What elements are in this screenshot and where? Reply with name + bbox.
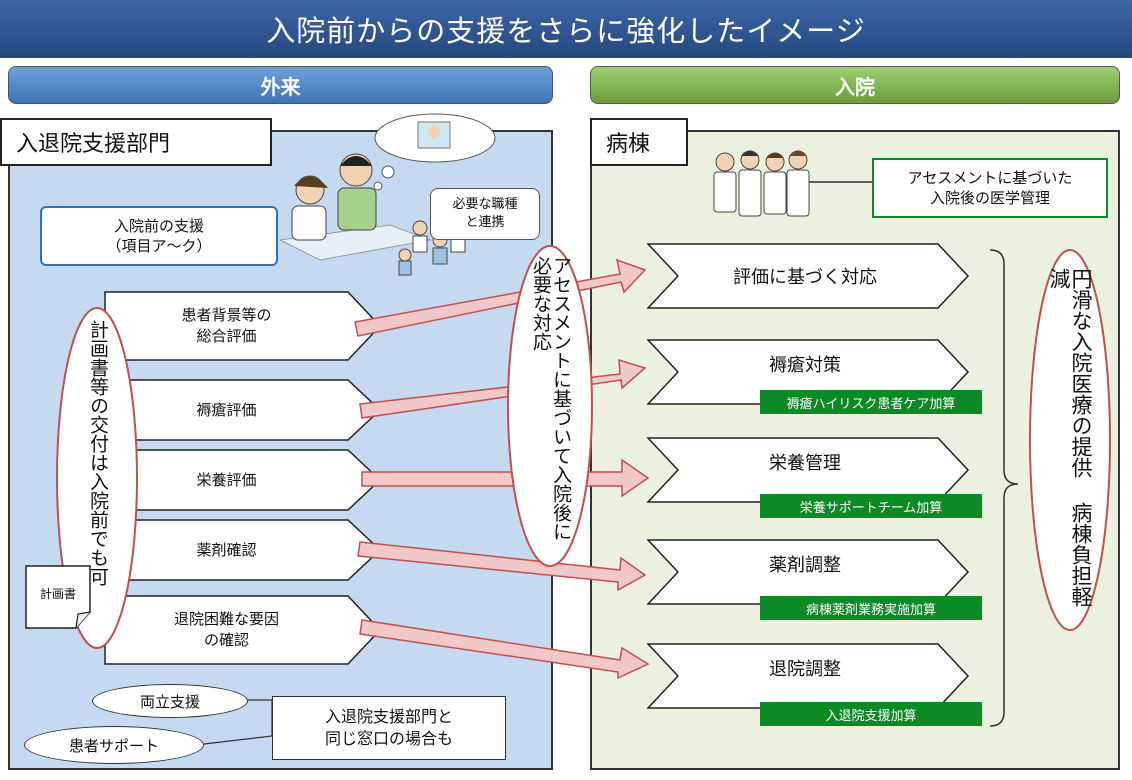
badge-nutrition-support-team: 栄養サポートチーム加算 [760, 494, 982, 518]
callout-line-1: 入院前の支援 [113, 216, 204, 235]
item-pressure-ulcer-eval: 褥瘡評価 [105, 380, 348, 440]
item-discharge-difficulty: 退院困難な要因 の確認 [105, 596, 348, 664]
item-line: 褥瘡評価 [196, 400, 257, 419]
ward-item-nutrition: 栄養管理 [769, 453, 841, 474]
work-life-support-oval: 両立支援 [92, 684, 248, 718]
item-line: 患者背景等の [181, 306, 272, 324]
consultation-illustration-icon [280, 113, 496, 276]
page-title: 入院前からの支援をさらに強化したイメージ [0, 0, 1132, 58]
ward-item-drug-adjust: 薬剤調整 [769, 555, 841, 576]
badge-ward-pharmacy: 病棟薬剤業務実施加算 [760, 596, 982, 620]
item-nutrition-eval: 栄養評価 [105, 450, 348, 510]
callout-line-2: 入院後の医学管理 [929, 189, 1050, 207]
smooth-care-text: 円滑な入院医療の提供 病棟負担軽減 [1047, 268, 1094, 607]
smooth-care-oval: 円滑な入院医療の提供 病棟負担軽減 [1030, 268, 1110, 618]
plan-document-icon: 計画書 [28, 578, 88, 608]
ward-staff-icon [710, 146, 814, 220]
item-patient-background: 患者背景等の 総合評価 [105, 292, 348, 360]
item-line: 総合評価 [196, 327, 257, 345]
patient-support-oval: 患者サポート [24, 726, 204, 764]
badge-pressure-ulcer-highrisk: 褥瘡ハイリスク患者ケア加算 [760, 390, 982, 414]
callout-line-1: アセスメントに基づいた [907, 168, 1073, 187]
doc-label: 計画書 [39, 586, 76, 601]
item-line: 栄養評価 [196, 470, 257, 489]
thought-line-1: 必要な職種 [452, 197, 518, 213]
item-line: 薬剤確認 [196, 540, 257, 559]
item-drug-check: 薬剤確認 [105, 520, 348, 580]
medical-management-callout: アセスメントに基づいた 入院後の医学管理 [872, 158, 1108, 218]
ward-item-pressure-ulcer: 褥瘡対策 [769, 355, 841, 376]
outpatient-header: 外来 [8, 66, 553, 104]
same-window-note: 入退院支援部門と 同じ窓口の場合も [272, 696, 506, 760]
ward-item-discharge-adjust: 退院調整 [769, 659, 841, 680]
note-line-2: 同じ窓口の場合も [324, 729, 453, 748]
section-tab-ward: 病棟 [590, 118, 688, 166]
badge-admission-discharge-support: 入退院支援加算 [760, 702, 982, 726]
inpatient-header: 入院 [590, 66, 1120, 104]
item-line: の確認 [203, 631, 249, 649]
assessment-text: アセスメントに基づいて入院後に必要な対応 [530, 256, 572, 541]
pre-admission-support-callout: 入院前の支援 （項目ア～ク） [40, 206, 278, 266]
plan-delivery-text: 計画書等の交付は入院前でも可 [86, 320, 109, 586]
section-tab-discharge-support: 入退院支援部門 [0, 118, 272, 166]
callout-line-2: （項目ア～ク） [106, 237, 212, 255]
item-line: 退院困難な要因 [173, 610, 279, 628]
assessment-oval: アセスメントに基づいて入院後に必要な対応 [508, 256, 592, 566]
thought-callout: 必要な職種 と連携 [430, 188, 540, 240]
ward-item-evaluation-response: 評価に基づく対応 [733, 267, 877, 288]
note-line-1: 入退院支援部門と [324, 707, 453, 727]
thought-line-2: と連携 [465, 215, 505, 230]
plan-delivery-oval: 計画書等の交付は入院前でも可 [62, 320, 132, 636]
